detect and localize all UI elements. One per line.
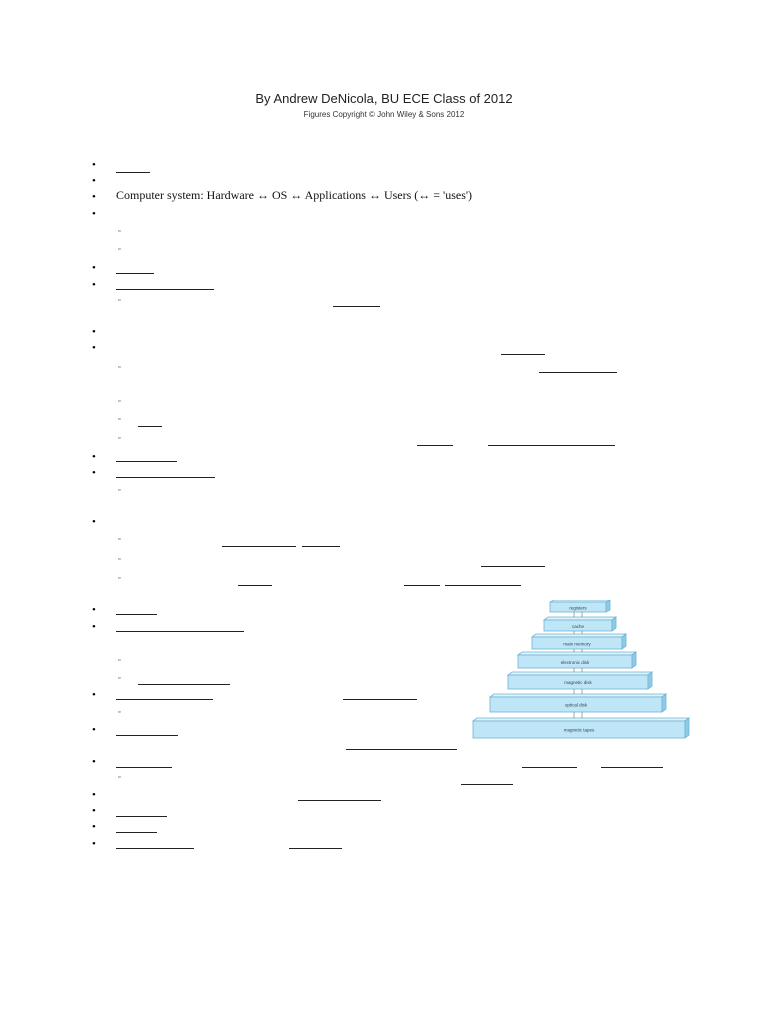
bullet-2: • [92, 175, 96, 187]
underlined-term [404, 585, 440, 586]
underlined-term [116, 172, 150, 173]
level-main-memory: main memory [530, 633, 628, 650]
underlined-term [539, 372, 617, 373]
bullet-9: • [92, 451, 96, 463]
underlined-term [289, 848, 342, 849]
level-optical-disk: optical disk [488, 693, 668, 713]
level-label-electronic-disk: electronic disk [561, 660, 590, 665]
bullet-16: • [92, 756, 96, 768]
underlined-term [298, 800, 381, 801]
sub-bullet-6: ▫ [118, 415, 121, 423]
level-registers: registers [549, 600, 611, 613]
level-label-cache: cache [572, 624, 585, 629]
sub-bullet-7: ▫ [118, 434, 121, 442]
underlined-term [238, 585, 272, 586]
underlined-term [116, 631, 244, 632]
underlined-term [343, 699, 417, 700]
underlined-term [333, 306, 380, 307]
sub-bullet-4: ▫ [118, 363, 121, 371]
bullet-11: • [92, 516, 96, 528]
level-magnetic-disk: magnetic disk [506, 671, 654, 690]
underlined-term [138, 684, 230, 685]
underlined-term [481, 566, 545, 567]
page-subtitle: Figures Copyright © John Wiley & Sons 20… [303, 110, 465, 119]
bullet-17: • [92, 789, 96, 801]
bullet-10: • [92, 467, 96, 479]
sub-bullet-3: ▫ [118, 296, 121, 304]
sub-bullet-1: ▫ [118, 227, 121, 235]
underlined-term [116, 848, 194, 849]
bullet-4: • [92, 208, 96, 220]
underlined-term [302, 546, 340, 547]
underlined-term [138, 426, 162, 427]
level-label-magnetic-disk: magnetic disk [564, 680, 592, 685]
underlined-term [116, 767, 172, 768]
underlined-term [116, 816, 167, 817]
bullet-18: • [92, 805, 96, 817]
underlined-term [417, 445, 453, 446]
underlined-term [488, 445, 615, 446]
underlined-term [346, 749, 457, 750]
bullet-1: • [92, 159, 96, 171]
underlined-term [116, 289, 214, 290]
underlined-term [501, 354, 545, 355]
storage-hierarchy-figure: registers cache main memory electronic d… [471, 600, 691, 739]
underlined-term [222, 546, 296, 547]
level-electronic-disk: electronic disk [516, 651, 638, 669]
bullet-3: • [92, 191, 96, 203]
underlined-term [116, 735, 178, 736]
bullet-15: • [92, 724, 96, 736]
level-label-main-memory: main memory [563, 642, 591, 647]
level-cache: cache [542, 616, 618, 632]
computer-system-line: Computer system: Hardware ↔ OS ↔ Applica… [116, 188, 473, 202]
bullet-19: • [92, 821, 96, 833]
underlined-term [116, 699, 213, 700]
level-arrows [573, 612, 583, 718]
underlined-term [601, 767, 663, 768]
underlined-term [522, 767, 577, 768]
sub-bullet-12: ▫ [118, 656, 121, 664]
sub-bullet-11: ▫ [118, 574, 121, 582]
underlined-term [461, 784, 513, 785]
sub-bullet-15: ▫ [118, 773, 121, 781]
underlined-term [116, 273, 154, 274]
sub-bullet-9: ▫ [118, 535, 121, 543]
sub-bullet-2: ▫ [118, 245, 121, 253]
sub-bullet-13: ▫ [118, 674, 121, 682]
level-label-registers: registers [569, 606, 587, 611]
sub-bullet-14: ▫ [118, 708, 121, 716]
underlined-term [116, 614, 157, 615]
bullet-12: • [92, 604, 96, 616]
underlined-term [445, 585, 521, 586]
underlined-term [116, 477, 215, 478]
level-label-optical-disk: optical disk [565, 703, 588, 708]
page-title: By Andrew DeNicola, BU ECE Class of 2012 [255, 91, 513, 106]
bullet-6: • [92, 279, 96, 291]
bullet-5: • [92, 262, 96, 274]
level-label-magnetic-tapes: magnetic tapes [564, 728, 595, 733]
bullet-20: • [92, 838, 96, 850]
underlined-term [116, 461, 177, 462]
level-magnetic-tapes: magnetic tapes [471, 717, 691, 739]
sub-bullet-8: ▫ [118, 486, 121, 494]
bullet-7: • [92, 326, 96, 338]
underlined-term [116, 832, 157, 833]
sub-bullet-10: ▫ [118, 555, 121, 563]
bullet-14: • [92, 689, 96, 701]
bullet-8: • [92, 342, 96, 354]
sub-bullet-5: ▫ [118, 397, 121, 405]
bullet-13: • [92, 621, 96, 633]
